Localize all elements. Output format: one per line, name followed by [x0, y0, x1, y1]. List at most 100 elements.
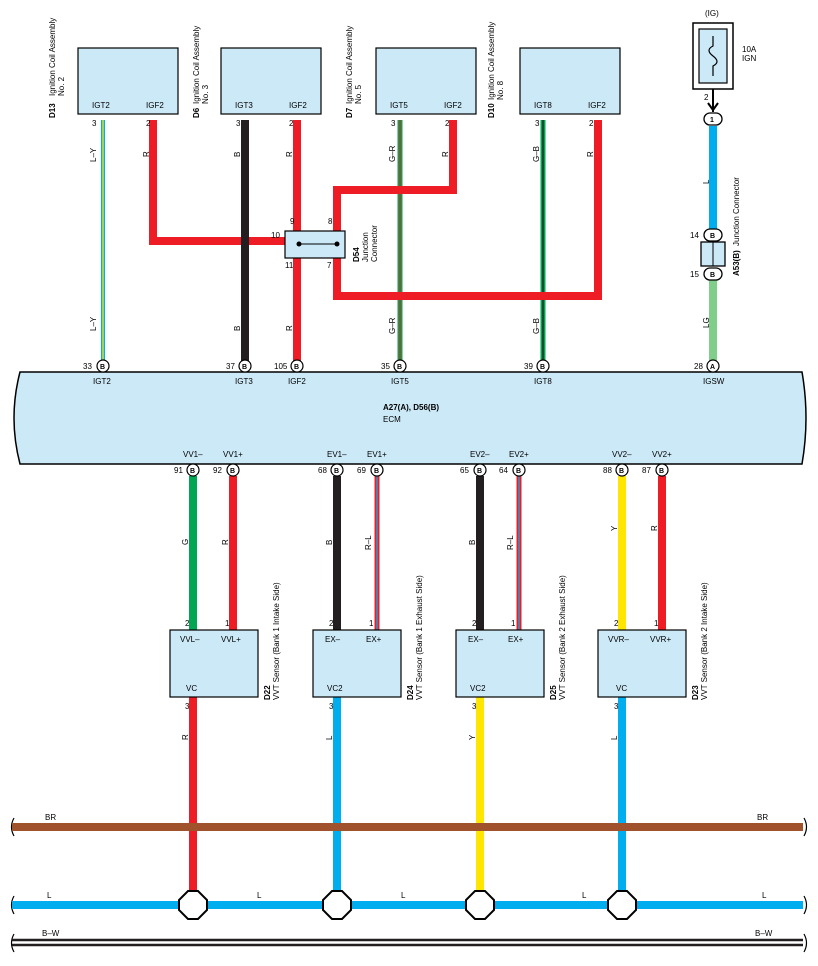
svg-text:EV1–: EV1– — [327, 450, 347, 459]
svg-text:D25: D25 — [549, 685, 558, 700]
a53-code: A53(B) — [732, 250, 741, 276]
svg-text:IGSW: IGSW — [703, 377, 725, 386]
coil-d7-name: Ignition Coil Assembly — [345, 26, 354, 104]
ecm-pin-65: EV2– B 65 — [460, 450, 490, 477]
coil-d7-number: No. 5 — [354, 84, 363, 104]
a53-pin-14: 14 — [690, 231, 699, 240]
svg-text:R–L: R–L — [506, 535, 515, 550]
ecm-pin-64: EV2+ B 64 — [499, 450, 529, 477]
svg-text:EV1+: EV1+ — [367, 450, 387, 459]
coil-d13-pin-3: 3 — [92, 119, 97, 128]
d54-name2: Connector — [370, 225, 379, 262]
coil-d6-pin-3: 3 — [236, 119, 241, 128]
svg-text:R: R — [221, 539, 230, 545]
label-igf2-wire: R — [285, 325, 294, 331]
svg-text:B: B — [468, 540, 477, 545]
ecm-name: ECM — [383, 415, 401, 424]
svg-text:B: B — [516, 468, 521, 475]
bus-bw-label-left: B–W — [42, 929, 60, 938]
svg-text:L: L — [325, 735, 334, 740]
wire-igf2-coil8 — [333, 120, 602, 300]
svg-text:B: B — [659, 468, 664, 475]
svg-text:VV1–: VV1– — [183, 450, 203, 459]
fuse-rating: 10A — [742, 45, 757, 54]
svg-text:R–L: R–L — [364, 535, 373, 550]
d54-name1: Junction — [361, 232, 370, 262]
svg-text:37: 37 — [226, 362, 235, 371]
svg-text:105: 105 — [274, 362, 288, 371]
d54-pin-8: 8 — [328, 217, 333, 226]
coil-d10-pin-igf2: IGF2 — [588, 101, 606, 110]
coil-d7-pin-3: 3 — [391, 119, 396, 128]
ecm-pin-68: EV1– B 68 — [318, 450, 347, 477]
wire-labels-top: L–Y R B R G–R R G–B R L L–Y B R G–R G–B … — [89, 145, 711, 334]
junction-a53: B 14 B 15 A53(B) Junction Connector — [690, 177, 741, 281]
splice-d25 — [465, 890, 495, 920]
svg-text:B: B — [710, 233, 715, 240]
coil-d13-pin-2: 2 — [146, 119, 151, 128]
svg-text:VVT Sensor (Bank 2 Exhaust Sid: VVT Sensor (Bank 2 Exhaust Side) — [558, 575, 567, 700]
svg-text:A: A — [710, 364, 715, 371]
label-coil8-rw: R — [586, 151, 595, 157]
coil-d10-pin-igt8: IGT8 — [534, 101, 552, 110]
svg-text:3: 3 — [329, 702, 334, 711]
svg-text:VV2+: VV2+ — [652, 450, 672, 459]
svg-text:2: 2 — [472, 619, 477, 628]
label-ign-l: L — [702, 179, 711, 184]
label-igt2-wire: L–Y — [89, 316, 98, 331]
svg-text:87: 87 — [642, 466, 651, 475]
fuse-connector-pin: 1 — [710, 117, 714, 124]
svg-text:B: B — [477, 468, 482, 475]
coil-d6-number: No. 3 — [201, 84, 210, 104]
svg-text:EX–: EX– — [325, 635, 341, 644]
svg-text:39: 39 — [524, 362, 533, 371]
coil-d13-pin-igf2: IGF2 — [146, 101, 164, 110]
coil-d6-pin-2: 2 — [289, 119, 294, 128]
svg-text:VVT Sensor (Bank 2 Intake Side: VVT Sensor (Bank 2 Intake Side) — [700, 582, 709, 700]
svg-text:B: B — [334, 468, 339, 475]
svg-text:VVL+: VVL+ — [221, 635, 241, 644]
svg-text:65: 65 — [460, 466, 469, 475]
splice-d23 — [607, 890, 637, 920]
coil-d7: IGT5 IGF2 3 2 D7 Ignition Coil Assembly … — [345, 26, 477, 128]
bus-l-line — [10, 895, 808, 915]
ecm-pin-37: B 37 IGT3 — [226, 359, 253, 386]
ecm-top-pins: B 33 IGT2 B 37 IGT3 B 105 IGF2 B 35 IGT5… — [83, 359, 725, 386]
fuse-pin: 2 — [704, 93, 709, 102]
svg-text:EX+: EX+ — [508, 635, 524, 644]
coil-d10-number: No. 8 — [496, 80, 505, 100]
svg-text:D22: D22 — [263, 685, 272, 700]
ecm-code: A27(A), D56(B) — [383, 403, 439, 412]
coil-d6-name: Ignition Coil Assembly — [192, 26, 201, 104]
coil-d6-pin-igf2: IGF2 — [289, 101, 307, 110]
svg-text:B: B — [242, 364, 247, 371]
coil-d10-name: Ignition Coil Assembly — [487, 22, 496, 100]
vvt-sensor-d22: 2 1 VVL– VVL+ VC 3 D22 VVT Sensor (Bank … — [169, 582, 281, 711]
bus-br-line — [10, 817, 808, 837]
d54-pin-7: 7 — [327, 261, 332, 270]
coil-d7-pin-igt5: IGT5 — [390, 101, 408, 110]
svg-text:B: B — [619, 468, 624, 475]
coil-d13-pin-igt2: IGT2 — [92, 101, 110, 110]
coil-d6-code: D6 — [192, 107, 201, 118]
ecm-pin-39: B 39 IGT8 — [524, 359, 552, 386]
splice-d22 — [178, 890, 208, 920]
bus-l-label-5: L — [762, 891, 767, 900]
svg-text:VVL–: VVL– — [180, 635, 200, 644]
wire-labels-middle: G R B R–L B R–L Y R R L Y L — [181, 525, 659, 740]
label-coil5-lw: G–R — [388, 145, 397, 162]
d54-pin-10: 10 — [271, 231, 280, 240]
bus-bw-label-right: B–W — [755, 929, 773, 938]
svg-text:1: 1 — [511, 619, 516, 628]
svg-text:B: B — [190, 468, 195, 475]
svg-text:VVT Sensor (Bank 1 Intake Side: VVT Sensor (Bank 1 Intake Side) — [272, 582, 281, 700]
svg-text:IGT2: IGT2 — [93, 377, 111, 386]
svg-text:Y: Y — [610, 525, 619, 531]
svg-text:VC2: VC2 — [470, 684, 486, 693]
splice-d24 — [322, 890, 352, 920]
fuse-ign: (IG) 10A IGN 2 1 — [692, 9, 757, 126]
svg-text:2: 2 — [614, 619, 619, 628]
coil-d13: IGT2 IGF2 3 2 D13 Ignition Coil Assembly… — [48, 18, 179, 128]
svg-text:91: 91 — [174, 466, 183, 475]
label-coil5-rw: R — [441, 151, 450, 157]
